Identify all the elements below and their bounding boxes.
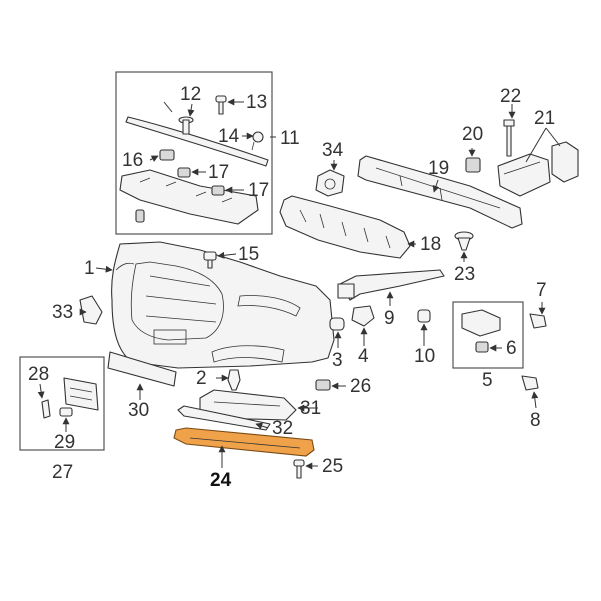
part-5-bracket <box>461 309 501 353</box>
callout-32: 32 <box>272 418 293 439</box>
part-energy-absorber-18 <box>279 195 411 259</box>
part-30-garnish <box>107 351 177 387</box>
callout-6: 6 <box>506 338 517 359</box>
part-10-clip <box>417 309 431 323</box>
part-8-bolt <box>521 375 539 391</box>
part-2-pushpin <box>227 369 241 391</box>
part-28-screw <box>41 399 51 419</box>
highlight-fill <box>173 427 315 457</box>
callout-7: 7 <box>536 280 547 301</box>
callout-18: 18 <box>420 234 441 255</box>
callout-22: 22 <box>500 86 521 107</box>
callout-19: 19 <box>428 158 449 179</box>
callout-16: 16 <box>122 150 143 171</box>
callout-11: 11 <box>280 128 300 149</box>
part-bumper-fascia-1 <box>111 241 335 369</box>
part-24-deflector-highlighted <box>173 427 315 457</box>
callout-2: 2 <box>196 368 207 389</box>
callout-23: 23 <box>454 264 475 285</box>
part-4-clip <box>351 305 375 327</box>
callout-4: 4 <box>358 346 369 367</box>
callout-8: 8 <box>530 410 541 431</box>
bolt-12-icon <box>178 116 194 135</box>
screw-13-icon <box>215 95 227 115</box>
callout-24: 24 <box>210 470 232 491</box>
callout-21: 21 <box>534 108 555 129</box>
part-29-bolt <box>59 407 73 417</box>
part-9-rail <box>337 269 445 301</box>
part-retainer-strip <box>125 116 269 167</box>
callout-34: 34 <box>322 140 344 161</box>
callout-10: 10 <box>414 346 435 367</box>
callout-31: 31 <box>300 398 321 419</box>
callout-30: 30 <box>128 400 149 421</box>
callout-14: 14 <box>218 126 240 147</box>
callout-20: 20 <box>462 124 483 145</box>
callout-12: 12 <box>180 84 201 105</box>
part-25-screw <box>293 459 305 479</box>
callout-13: 13 <box>246 92 267 113</box>
callout-15: 15 <box>238 244 259 265</box>
group-box-27 <box>19 356 105 451</box>
part-20-block <box>465 157 481 173</box>
group-box-5 <box>452 301 524 369</box>
part-33-bracket <box>79 295 103 325</box>
callout-28: 28 <box>28 364 49 385</box>
part-7-bolt <box>529 313 547 329</box>
clip-16-icon <box>159 149 175 161</box>
callout-25: 25 <box>322 456 343 477</box>
callout-3: 3 <box>332 350 343 371</box>
fastener-box-icon <box>135 209 145 223</box>
part-23-pin <box>454 231 474 251</box>
part-26-block <box>315 379 331 391</box>
part-22-bolt <box>503 119 515 157</box>
group-box-11 <box>115 71 273 235</box>
callout-26: 26 <box>350 376 371 397</box>
part-impact-bar-19 <box>357 155 523 229</box>
callout-17a: 17 <box>208 162 229 183</box>
part-upper-bracket <box>119 169 259 225</box>
callout-29: 29 <box>54 432 75 453</box>
clip-17b-icon <box>211 185 225 196</box>
callout-1: 1 <box>84 258 95 279</box>
part-3-grommet <box>329 317 345 331</box>
part-21-bracket <box>497 141 579 197</box>
callout-5: 5 <box>482 370 493 391</box>
callout-27: 27 <box>52 462 73 483</box>
part-32-molding <box>177 405 271 431</box>
clip-14-icon <box>251 131 264 151</box>
clip-17a-icon <box>177 167 191 178</box>
callout-17b: 17 <box>248 180 269 201</box>
callout-9: 9 <box>384 308 395 329</box>
part-15-bolt <box>203 251 217 269</box>
part-34-sensor <box>315 169 345 197</box>
callout-33: 33 <box>52 302 73 323</box>
part-27-plate <box>63 377 99 411</box>
